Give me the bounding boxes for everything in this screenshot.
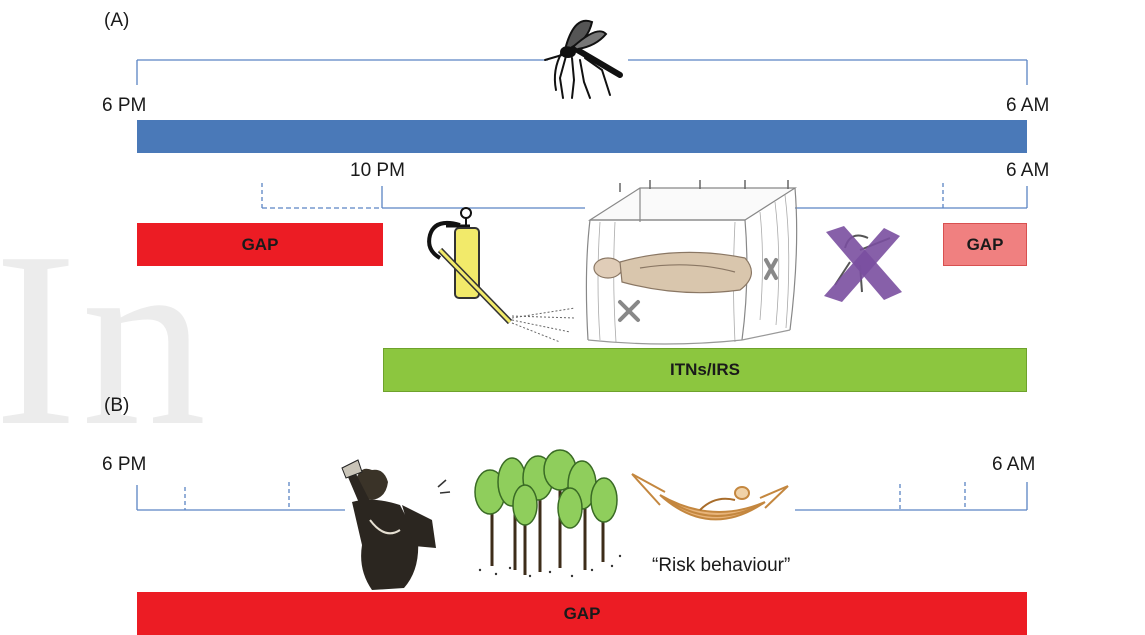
top-end-time: 6 AM	[1006, 96, 1049, 115]
bed-net-icon	[586, 180, 796, 344]
itn-irs-bar: ITNs/IRS	[383, 348, 1027, 392]
forest-icon	[475, 450, 621, 577]
full-night-bar	[137, 120, 1027, 153]
panel-b-label: (B)	[104, 396, 129, 415]
crossed-mosquito-icon	[824, 226, 902, 302]
panel-b-start-time: 6 PM	[102, 455, 146, 474]
intervention-end-time: 6 AM	[1006, 161, 1049, 180]
risk-behaviour-label: “Risk behaviour”	[652, 556, 790, 575]
panel-b-gap-bar: GAP	[137, 592, 1027, 635]
sprayer-icon	[429, 208, 575, 342]
panel-b-end-time: 6 AM	[992, 455, 1035, 474]
top-start-time: 6 PM	[102, 96, 146, 115]
worker-icon	[342, 460, 450, 590]
hammock-icon	[632, 474, 788, 519]
intervention-start-time: 10 PM	[350, 161, 405, 180]
panel-a-label: (A)	[104, 11, 129, 30]
mosquito-icon	[545, 21, 620, 98]
gap-right-bar: GAP	[943, 223, 1027, 266]
gap-left-bar: GAP	[137, 223, 383, 266]
